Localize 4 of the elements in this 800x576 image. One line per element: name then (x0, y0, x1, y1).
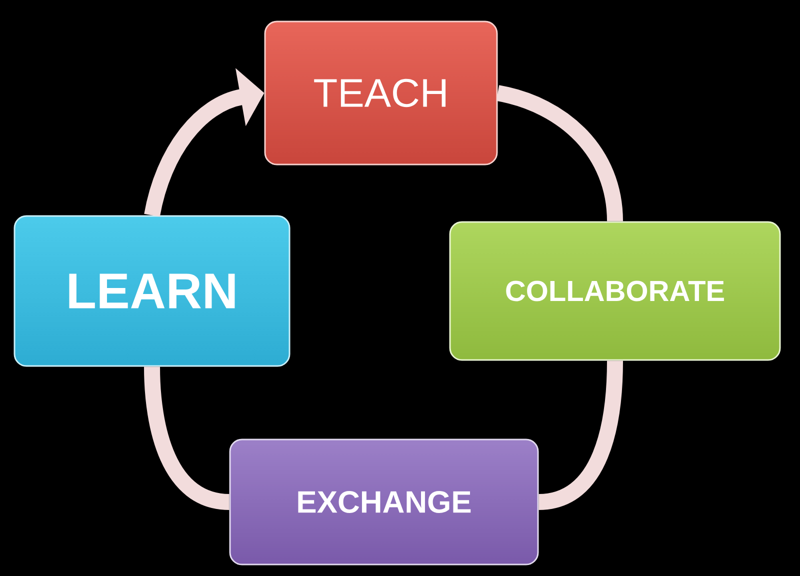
process-box: EXCHANGE (229, 438, 539, 566)
process-box: LEARN (14, 215, 290, 367)
process-box: COLLABORATE (449, 221, 781, 361)
process-box: TEACH (264, 20, 498, 166)
